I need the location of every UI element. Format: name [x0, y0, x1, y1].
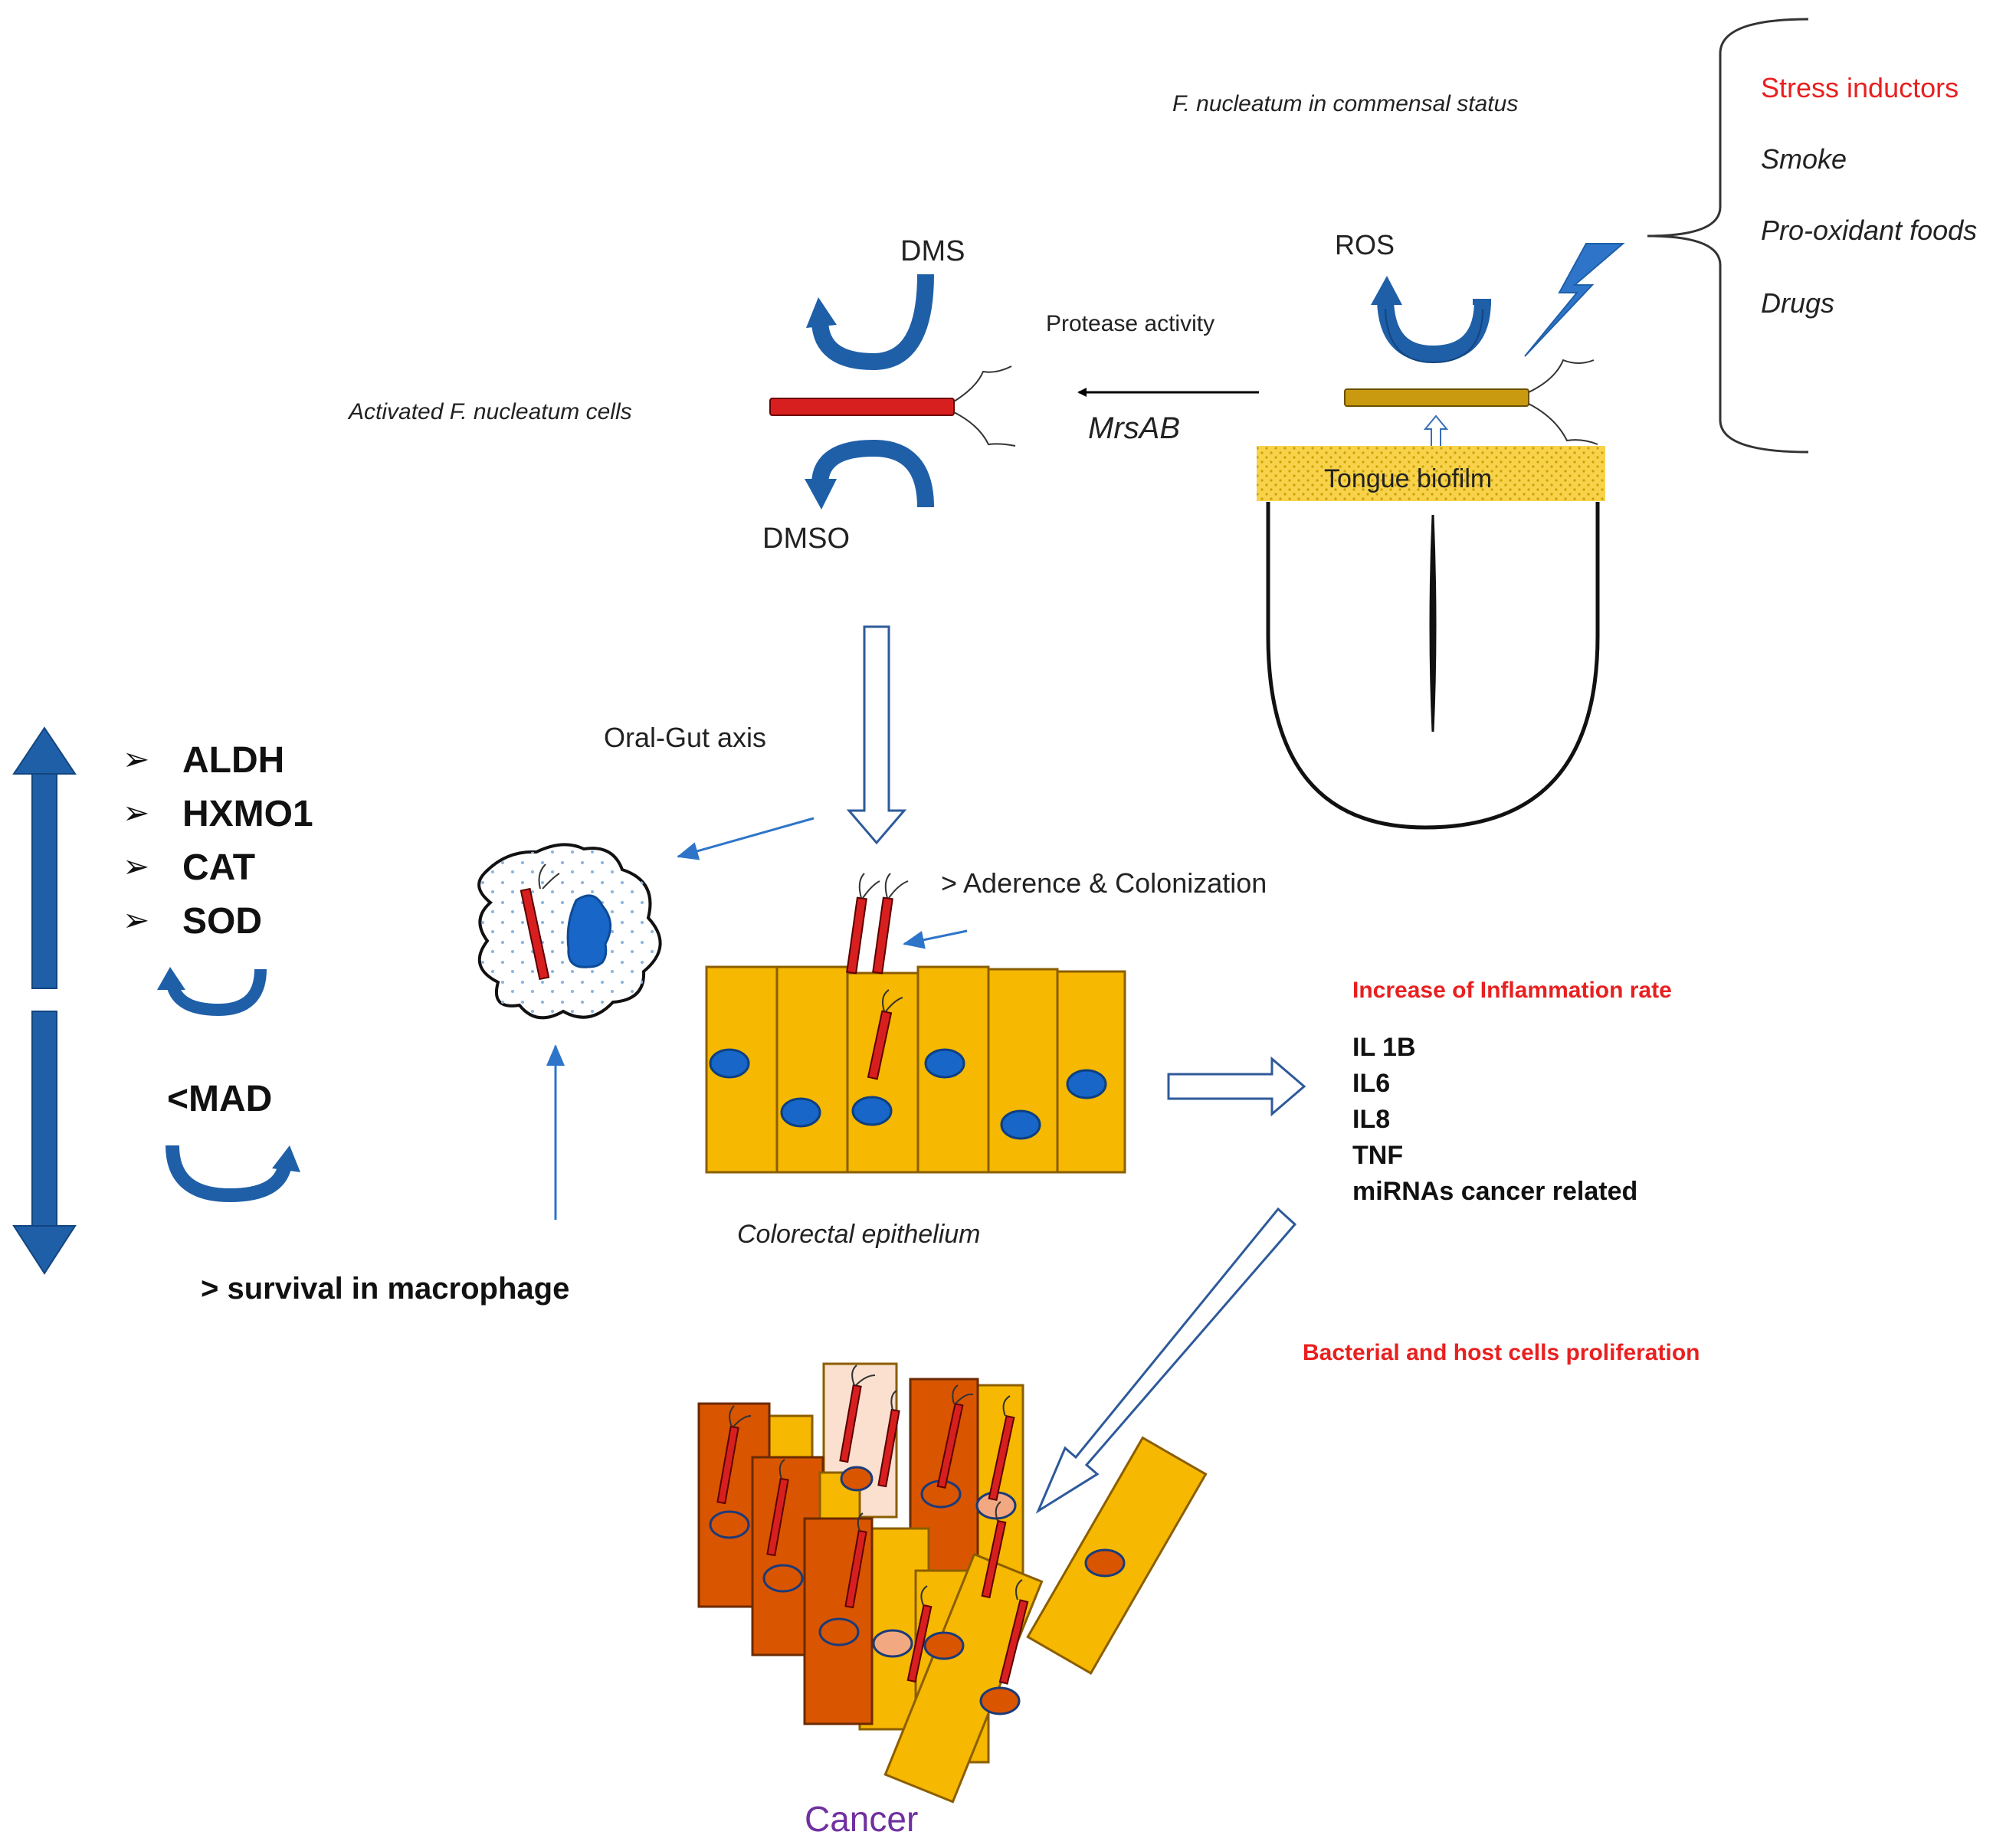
lightning-bolt-icon	[1524, 243, 1625, 357]
tongue-biofilm-label: Tongue biofilm	[1324, 464, 1492, 493]
marker-il8: IL8	[1352, 1105, 1390, 1134]
bacterial-proliferation-label: Bacterial and host cells proliferation	[1303, 1340, 1700, 1365]
dmso-label: DMSO	[762, 523, 850, 555]
enzyme-list: ➢ ALDH ➢ HXMO1 ➢ CAT ➢ SOD	[123, 740, 313, 942]
stress-bracket	[1647, 18, 1809, 454]
oral-gut-axis-arrow	[846, 625, 907, 845]
marker-il1b: IL 1B	[1352, 1033, 1416, 1062]
mrsab-label: MrsAB	[1088, 411, 1180, 445]
engulfed-bacterium	[520, 887, 550, 981]
protease-activity-label: Protease activity	[1046, 311, 1214, 336]
adherence-arrow	[903, 929, 968, 949]
ros-arrowhead-icon	[1371, 276, 1402, 305]
dmso-arrowhead-icon	[805, 479, 837, 510]
marker-il6: IL6	[1352, 1069, 1390, 1098]
enzyme-bullet-icon: ➢	[123, 795, 149, 831]
commensal-bacterium	[1344, 388, 1529, 407]
ros-curved-arrow-icon	[1377, 300, 1491, 363]
enzyme-sod: SOD	[182, 901, 262, 942]
inflammation-arrow	[1167, 1056, 1306, 1117]
colorectal-epithelium-label: Colorectal epithelium	[737, 1220, 981, 1249]
enzyme-bullet-icon: ➢	[123, 902, 149, 938]
macrophage-nucleus	[566, 894, 611, 968]
oral-gut-axis-label: Oral-Gut axis	[604, 722, 766, 753]
ros-label: ROS	[1335, 229, 1395, 260]
marker-tnf: TNF	[1352, 1141, 1403, 1170]
smoke-label: Smoke	[1761, 143, 1847, 175]
to-macrophage-arrow	[677, 817, 815, 860]
marker-mirnas: miRNAs cancer related	[1352, 1177, 1637, 1206]
activated-bacterium	[769, 398, 955, 416]
dmso-curved-arrow-icon	[811, 439, 934, 508]
tongue-midline	[1429, 514, 1437, 732]
pro-oxidant-foods-label: Pro-oxidant foods	[1761, 215, 1977, 246]
colorectal-epithelium	[705, 965, 1126, 1174]
survival-label: > survival in macrophage	[201, 1272, 569, 1306]
dms-curved-arrow-icon	[811, 274, 934, 371]
inflammation-markers: IL 1B IL6 IL8 TNF miRNAs cancer related	[1352, 1033, 1637, 1206]
mad-label: <MAD	[167, 1079, 272, 1119]
enzyme-aldh: ALDH	[182, 740, 284, 781]
adherence-label: > Aderence & Colonization	[941, 867, 1267, 899]
dms-arrowhead-icon	[806, 297, 837, 328]
bacterium-flagellum	[1528, 359, 1598, 445]
tongue-outline	[1266, 502, 1600, 830]
cancer-bacteria	[716, 1365, 1029, 1685]
cancer-cell-cluster	[697, 1362, 1208, 1804]
commensal-status-label: F. nucleatum in commensal status	[1172, 91, 1518, 116]
enzyme-up-down-arrow	[12, 726, 77, 1275]
enzyme-curved-arrow-icon	[166, 968, 267, 1017]
activated-cells-label: Activated F. nucleatum cells	[347, 399, 632, 424]
proliferation-arrow	[1035, 1207, 1297, 1514]
increase-inflammation-label: Increase of Inflammation rate	[1352, 978, 1672, 1003]
enzyme-bullet-icon: ➢	[123, 848, 149, 884]
cancer-label: Cancer	[805, 1799, 918, 1839]
stress-inductors-label: Stress inductors	[1761, 72, 1959, 103]
mad-curved-arrow-icon	[166, 1145, 292, 1203]
dms-label: DMS	[900, 235, 965, 267]
colonizing-bacteria	[846, 873, 909, 1080]
enzyme-cat: CAT	[182, 847, 255, 888]
enzyme-hxmo1: HXMO1	[182, 794, 313, 834]
drugs-label: Drugs	[1761, 287, 1834, 319]
activated-bacterium-flagellum	[953, 365, 1016, 447]
enzyme-bullet-icon: ➢	[123, 741, 149, 777]
